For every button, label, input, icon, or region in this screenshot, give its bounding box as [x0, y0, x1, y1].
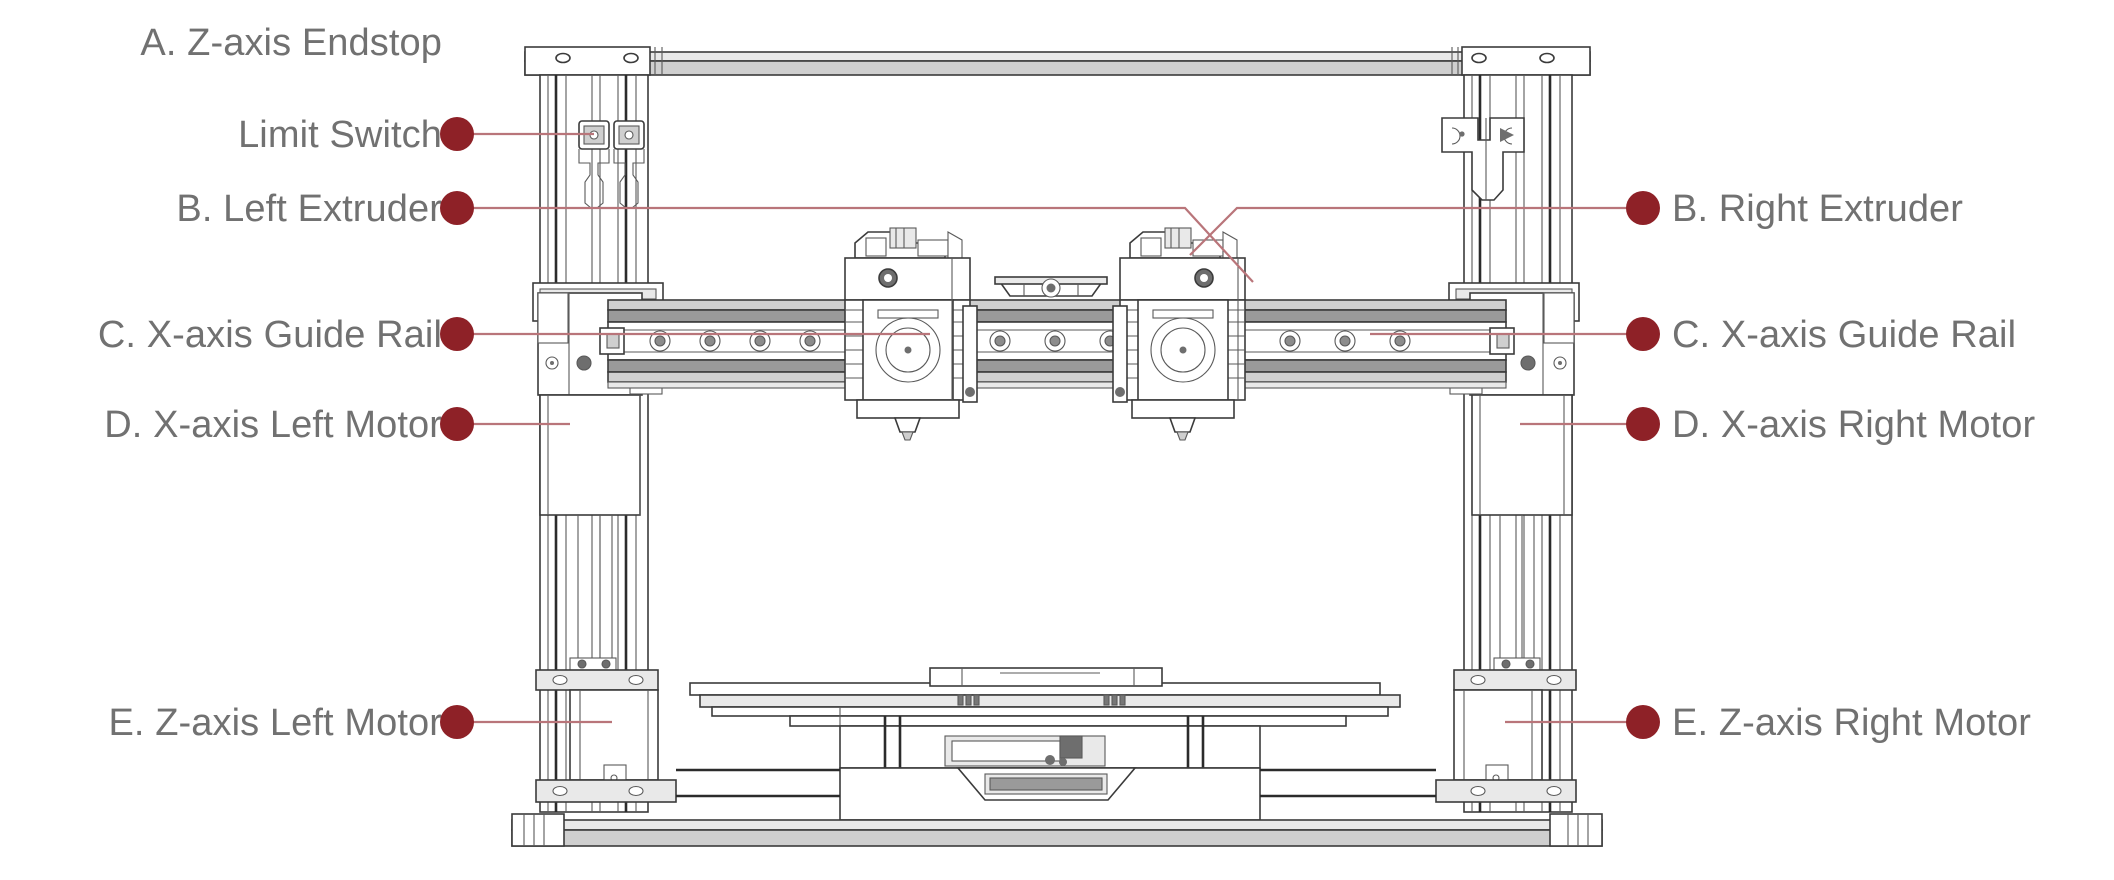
callout-label-e-z-left-motor: E. Z-axis Left Motor: [108, 702, 442, 744]
z-axis-left-motor: [535, 669, 677, 803]
callout-dot-b-left-extruder[interactable]: [440, 191, 474, 225]
base-frame: [511, 813, 1603, 847]
callout-label-a-line2: Limit Switch: [238, 114, 442, 156]
z-axis-left-leadscrew: [569, 515, 617, 671]
callout-dot-b-right-extruder[interactable]: [1626, 191, 1660, 225]
z-endstop-limit-switch-right: [1441, 117, 1525, 201]
right-extruder-assembly: [1112, 227, 1246, 441]
callout-label-c-guide-rail-right: C. X-axis Guide Rail: [1672, 314, 2017, 356]
left-extruder-assembly: [844, 227, 978, 441]
callout-label-a-line1: A. Z-axis Endstop: [140, 22, 442, 64]
callout-label-b-left-extruder: B. Left Extruder: [176, 188, 442, 230]
callout-label-b-right-extruder: B. Right Extruder: [1672, 188, 1964, 230]
electronics-enclosure: [676, 735, 1436, 821]
callout-dot-e-z-left-motor[interactable]: [440, 705, 474, 739]
x-axis-guide-rail: [599, 299, 1515, 389]
callout-dot-c-guide-rail-right[interactable]: [1626, 317, 1660, 351]
callout-dot-a-endstop[interactable]: [440, 117, 474, 151]
callout-dot-d-x-left-motor[interactable]: [440, 407, 474, 441]
callout-dot-e-z-right-motor[interactable]: [1626, 705, 1660, 739]
z-axis-right-motor: [1435, 669, 1577, 803]
top-gantry-beam: [524, 46, 1591, 76]
z-endstop-limit-switch-left: [578, 120, 645, 209]
callout-label-e-z-right-motor: E. Z-axis Right Motor: [1672, 702, 2031, 744]
callout-dot-d-x-right-motor[interactable]: [1626, 407, 1660, 441]
filament-guide-bracket: [994, 276, 1108, 298]
callout-label-d-x-right-motor: D. X-axis Right Motor: [1672, 404, 2036, 446]
callout-label-c-guide-rail-left: C. X-axis Guide Rail: [97, 314, 442, 356]
callout-label-d-x-left-motor: D. X-axis Left Motor: [104, 404, 442, 446]
callout-dot-c-guide-rail-left[interactable]: [440, 317, 474, 351]
